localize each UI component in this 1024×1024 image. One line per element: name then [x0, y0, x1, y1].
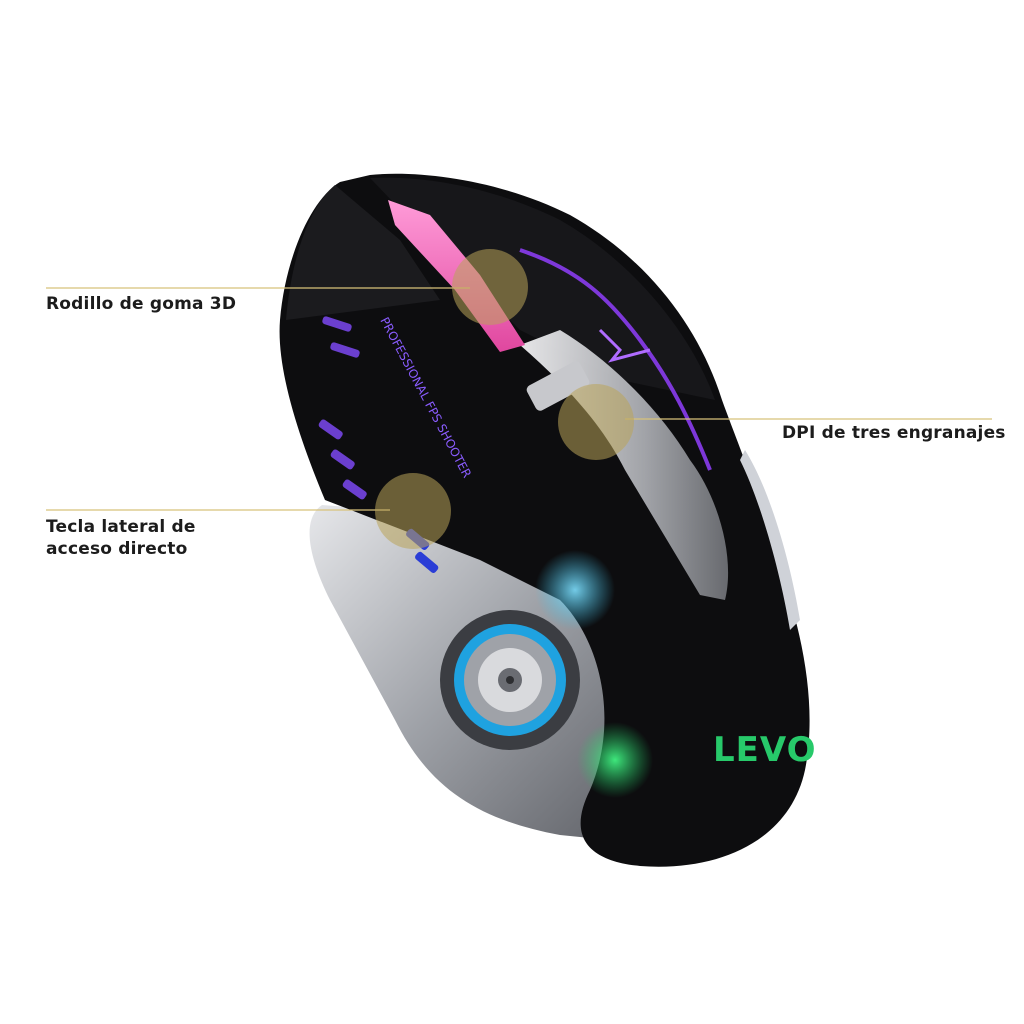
glow-green [577, 722, 653, 798]
mouse-right-button [370, 177, 715, 400]
callout-dpi-label: DPI de tres engranajes [782, 423, 1006, 443]
dpi-highlight-circle [558, 384, 634, 460]
brand-logo: LEVO [713, 730, 817, 770]
purple-accent-line [519, 248, 712, 471]
right-side-edge [740, 450, 800, 630]
side-grille [318, 316, 367, 500]
purple-accent-line-2 [598, 328, 651, 363]
glow-cyan [535, 550, 615, 630]
dpi-button [526, 361, 590, 411]
side-gear-ornament [440, 610, 580, 750]
mouse-center-strip [520, 330, 729, 600]
callout-side-key-label: Tecla lateral de acceso directo [46, 516, 196, 560]
roller-highlight-circle [452, 249, 528, 325]
callout-roller-label: Rodillo de goma 3D [46, 294, 237, 314]
callout-lines [46, 287, 992, 511]
mouse-left-button [286, 185, 440, 320]
callout-side-key-line-1: Tecla lateral de [46, 517, 196, 537]
callout-side-key-line-2: acceso directo [46, 539, 188, 559]
side-key-highlight-circle [375, 473, 451, 549]
